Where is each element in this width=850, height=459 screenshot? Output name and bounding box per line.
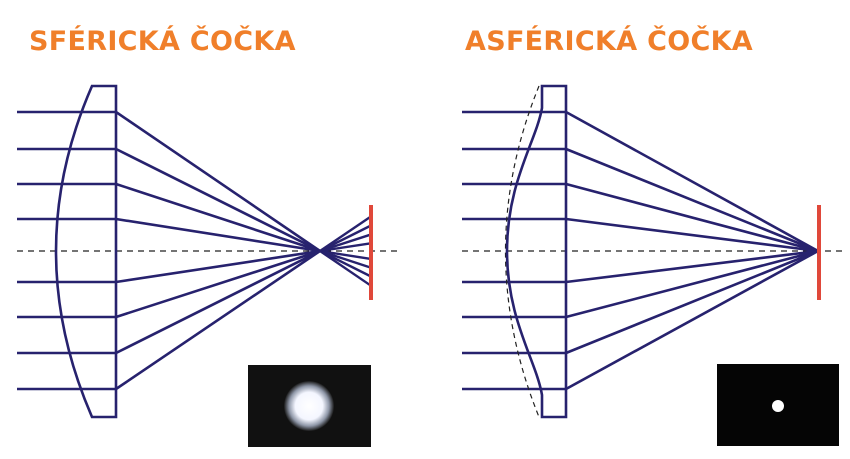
- sharp-spot: [772, 400, 784, 412]
- refracted-ray: [565, 110, 819, 253]
- refracted-ray: [115, 217, 321, 253]
- refracted-ray: [115, 249, 321, 284]
- spherical-reference-outline: [504, 85, 540, 418]
- refracted-ray: [565, 249, 819, 319]
- refracted-ray: [115, 110, 321, 253]
- refracted-ray: [565, 249, 819, 391]
- blurred-spot: [284, 381, 334, 431]
- refracted-ray: [565, 217, 819, 253]
- refracted-ray: [565, 249, 819, 284]
- spherical-lens: [54, 84, 118, 419]
- refracted-ray: [115, 249, 321, 319]
- refracted-ray: [115, 249, 321, 391]
- diverging-ray: [319, 249, 371, 261]
- aspherical-lens-panel: [462, 84, 842, 446]
- diverging-ray: [319, 216, 371, 252]
- diverging-ray: [319, 224, 371, 253]
- refracted-ray: [565, 147, 819, 253]
- diverging-ray: [319, 233, 371, 253]
- refracted-ray: [565, 249, 819, 355]
- diverging-ray: [319, 250, 371, 287]
- aspherical-lens: [505, 84, 568, 419]
- aspherical-lens-title: ASFÉRICKÁ ČOČKA: [465, 26, 753, 57]
- refracted-ray: [115, 147, 321, 253]
- spherical-lens-panel: [17, 84, 398, 447]
- refracted-ray: [565, 182, 819, 253]
- spherical-lens-title: SFÉRICKÁ ČOČKA: [29, 26, 296, 57]
- diverging-ray: [319, 249, 371, 269]
- diverging-ray: [319, 249, 371, 278]
- refracted-ray: [115, 249, 321, 355]
- refracted-ray: [115, 182, 321, 253]
- diverging-ray: [319, 242, 371, 253]
